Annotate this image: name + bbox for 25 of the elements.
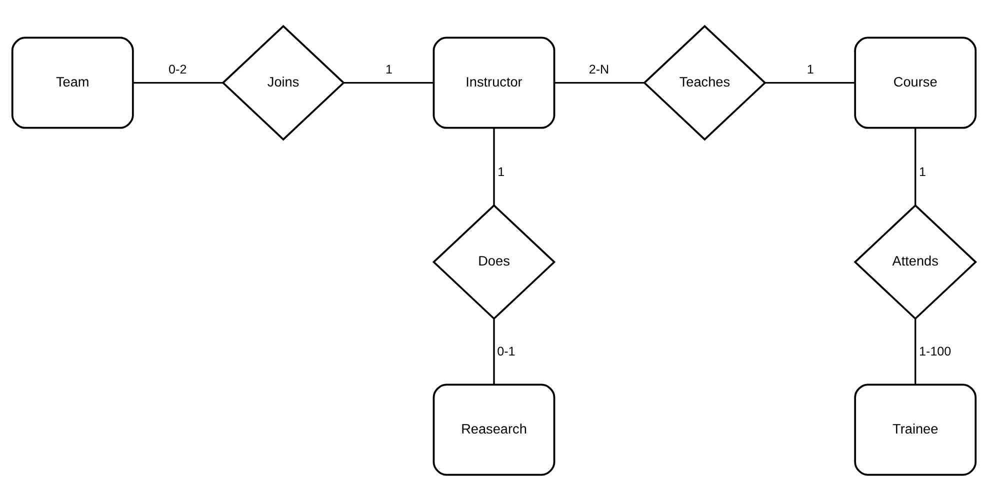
connector: [493, 128, 495, 205]
edge-label: 0-2: [168, 62, 187, 76]
connector: [914, 128, 916, 205]
node-diamond: Does: [432, 204, 556, 320]
node-box: Trainee: [854, 383, 977, 476]
node-diamond: Attends: [854, 204, 977, 320]
edge-label: 2-N: [588, 62, 610, 76]
connector: [493, 318, 495, 384]
node-box: Reasearch: [432, 383, 556, 476]
node-box: Team: [11, 36, 134, 128]
node-diamond: Teaches: [643, 24, 766, 140]
connector: [554, 81, 644, 84]
connector: [765, 81, 855, 84]
edge-label: 1: [806, 62, 814, 76]
edge-label: 1: [919, 164, 926, 179]
edge-label: 1-100: [919, 344, 952, 358]
edge-label: 1: [498, 164, 505, 179]
connector: [914, 318, 916, 384]
edge-label: 0-1: [497, 344, 516, 358]
connector: [133, 81, 223, 84]
node-diamond: Joins: [222, 24, 345, 140]
connector: [344, 81, 434, 84]
node-box: Instructor: [432, 36, 556, 128]
node-box: Course: [854, 36, 977, 128]
edge-label: 1: [386, 62, 393, 76]
